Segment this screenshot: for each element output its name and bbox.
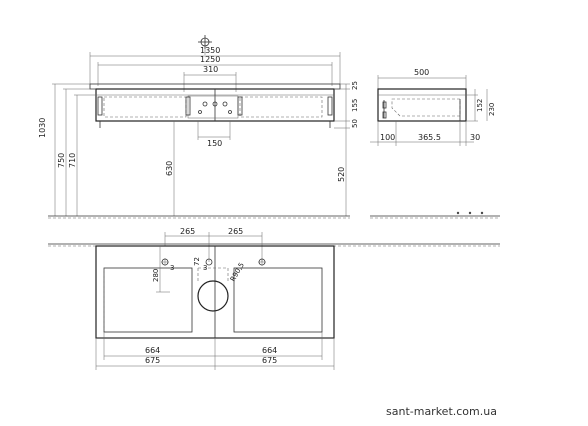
dim-text-500: 500 [414, 68, 429, 77]
dim-text-230: 230 [488, 103, 496, 116]
floor-right [370, 211, 500, 219]
dim-150: 150 [197, 121, 231, 148]
dim-text-280: 280 [152, 269, 160, 282]
dim-text-3-left: 3 [170, 264, 174, 272]
dim-text-radius: R90,5 [229, 261, 246, 283]
floor-line [48, 215, 350, 219]
dim-750: 750 [57, 88, 96, 216]
side-view: 500 152 230 100 365.5 30 [370, 68, 496, 146]
front-view: 1350 1250 310 [38, 35, 359, 219]
dim-1350: 1350 [89, 46, 341, 84]
dim-710: 710 [68, 94, 96, 216]
dim-text-630: 630 [165, 161, 174, 176]
dim-text-675-a: 675 [145, 356, 160, 365]
dim-1250: 1250 [97, 55, 333, 86]
dim-text-520: 520 [337, 167, 346, 182]
dim-text-1350: 1350 [200, 46, 220, 55]
fixing-hole-icon [258, 258, 266, 266]
dim-text-675-b: 675 [262, 356, 277, 365]
dim-310: 310 [183, 65, 237, 92]
fixing-hole-icon [161, 258, 169, 266]
dim-text-50: 50 [351, 119, 359, 128]
siphon-cutout [197, 280, 229, 312]
dim-text-3-center: 3 [203, 264, 207, 272]
dim-text-155: 155 [351, 99, 359, 112]
dim-630: 630 [165, 121, 175, 216]
dim-500: 500 [377, 68, 467, 90]
dim-text-664-b: 664 [262, 346, 277, 355]
dim-text-265-a: 265 [180, 227, 195, 236]
dim-1030: 1030 [38, 83, 90, 216]
dim-text-150: 150 [207, 139, 222, 148]
dim-text-100: 100 [380, 133, 395, 142]
dim-text-152: 152 [476, 99, 484, 112]
dim-text-72: 72 [193, 257, 201, 266]
dim-text-710: 710 [68, 153, 77, 168]
crosshair-icon [198, 35, 212, 49]
dim-text-1250: 1250 [200, 55, 220, 64]
dim-text-750: 750 [57, 153, 66, 168]
dim-text-265-b: 265 [228, 227, 243, 236]
dim-right: 25 155 50 520 [334, 81, 359, 216]
dim-text-30: 30 [470, 133, 480, 142]
dim-text-365: 365.5 [418, 133, 441, 142]
dim-text-1030: 1030 [38, 118, 47, 138]
watermark: sant-market.com.ua [386, 405, 497, 418]
dim-text-25: 25 [351, 81, 359, 90]
dim-text-664-a: 664 [145, 346, 160, 355]
dim-text-310: 310 [203, 65, 218, 74]
plan-view: 265 265 280 3 72 [48, 227, 500, 370]
